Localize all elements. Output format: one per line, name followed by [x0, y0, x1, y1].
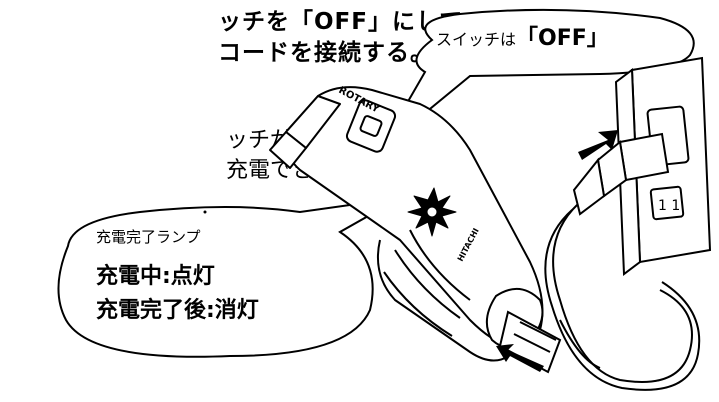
lamp-callout-title: 充電完了ランプ [96, 228, 201, 246]
power-plug [572, 132, 670, 216]
arrow-to-outlet [578, 130, 618, 160]
lamp-callout-charged: 充電完了後:消灯 [96, 298, 259, 323]
cord-plug [498, 310, 562, 374]
lamp-callout-charging: 充電中:点灯 [96, 264, 215, 289]
dot-mark [203, 210, 207, 214]
arrow-to-clipper [496, 344, 544, 372]
instruction-line-2: コードを接続する。 [218, 40, 434, 66]
outlet-label: 1 1 [658, 198, 680, 214]
switch-callout-value: 「OFF」 [516, 26, 609, 51]
switch-callout-text: スイッチは「OFF」 [436, 20, 609, 52]
lamp-callout-bubble [57, 197, 401, 358]
hair-clipper [269, 86, 544, 362]
switch-callout-prefix: スイッチは [436, 30, 517, 49]
power-cord [544, 203, 701, 391]
